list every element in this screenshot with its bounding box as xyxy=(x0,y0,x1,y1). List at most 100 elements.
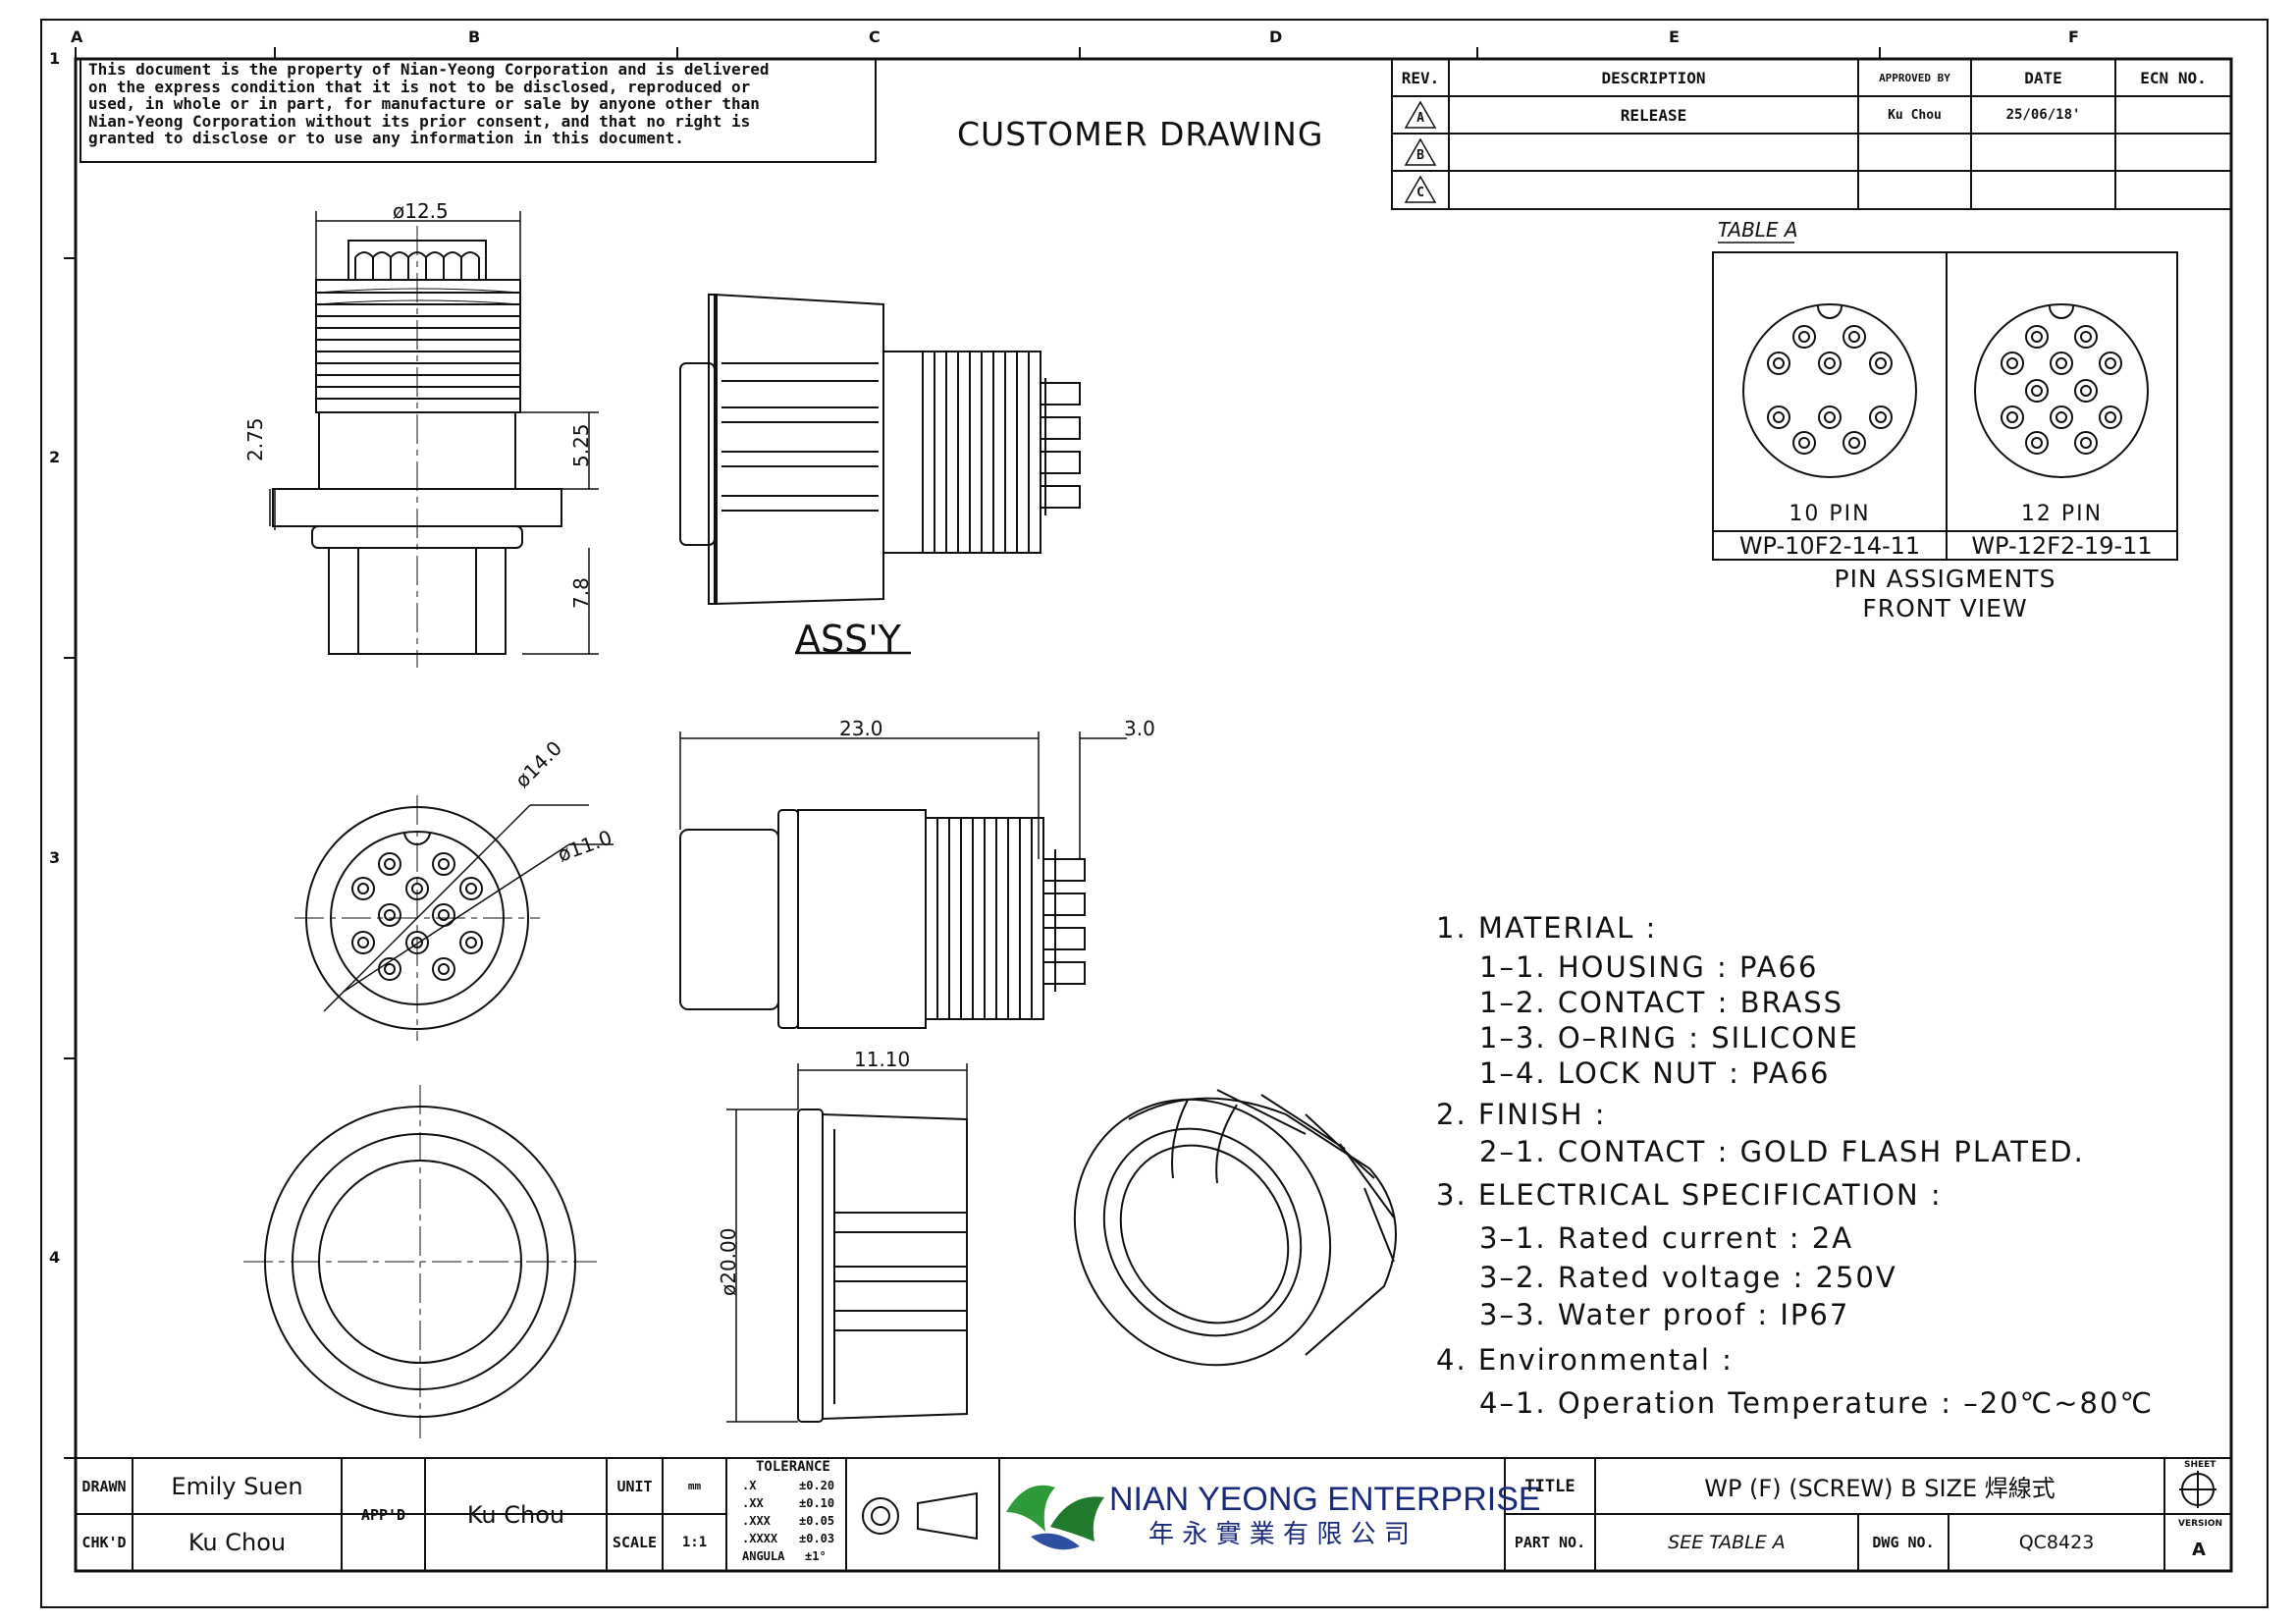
title-value: WP (F) (SCREW) B SIZE 焊線式 xyxy=(1704,1475,2056,1502)
title-label: TITLE xyxy=(1524,1476,1575,1496)
appd-label: APP'D xyxy=(360,1505,406,1524)
scale-label: SCALE xyxy=(612,1534,658,1551)
sheet-symbol xyxy=(2179,1471,2216,1508)
tolerance-title: TOLERANCE xyxy=(756,1459,830,1475)
notice-line: Nian-Yeong Corporation without its prior… xyxy=(88,111,751,131)
dim-11-10: 11.10 xyxy=(854,1048,911,1071)
notice-line: used, in whole or in part, for manufactu… xyxy=(88,94,760,113)
dim-diameter-12-5: ø12.5 xyxy=(393,199,449,223)
spec-line: 3–3. Water proof : IP67 xyxy=(1479,1298,1850,1331)
dims-nut xyxy=(726,1063,968,1423)
assy-label: ASS'Y xyxy=(795,618,901,661)
tolerance-value: ±0.03 xyxy=(799,1532,835,1545)
appd-value: Ku Chou xyxy=(466,1500,565,1529)
table-a-pins-10: 10 PIN xyxy=(1789,501,1871,526)
rev-row-a-letter: A xyxy=(1416,110,1424,126)
spec-line: 2. FINISH : xyxy=(1436,1098,1607,1131)
page-title: CUSTOMER DRAWING xyxy=(957,115,1324,153)
notice-line: This document is the property of Nian-Ye… xyxy=(88,60,770,79)
table-a-part-12: WP-12F2-19-11 xyxy=(1971,531,2153,560)
tolerance-key: .XXXX xyxy=(742,1532,778,1545)
grid-label-col-c: C xyxy=(869,27,881,46)
view-nut-top xyxy=(243,1085,597,1438)
spec-line: 3–1. Rated current : 2A xyxy=(1479,1221,1854,1255)
partno-value: SEE TABLE A xyxy=(1668,1532,1786,1553)
drawn-label: DRAWN xyxy=(81,1477,127,1495)
drawn-value: Emily Suen xyxy=(171,1472,303,1500)
title-block-lines xyxy=(75,1457,2232,1572)
notice-line: granted to disclose or to use any inform… xyxy=(88,129,684,147)
spec-line: 1–1. HOUSING : PA66 xyxy=(1479,950,1819,984)
grid-label-row-2: 2 xyxy=(49,448,61,466)
grid-label-col-b: B xyxy=(468,27,481,46)
rev-header-approved: APPROVED BY xyxy=(1879,71,1950,84)
table-a-caption-2: FRONT VIEW xyxy=(1862,593,2028,622)
spec-line: 1–4. LOCK NUT : PA66 xyxy=(1479,1056,1831,1090)
dims-middle xyxy=(679,731,1127,859)
grid-label-col-d: D xyxy=(1269,27,1283,46)
rev-header-date: DATE xyxy=(2024,68,2062,87)
grid-label-col-f: F xyxy=(2068,27,2079,46)
tolerance-value: ±0.20 xyxy=(799,1479,835,1492)
view-side-connector xyxy=(272,226,562,668)
dim-diameter-20-00: ø20.00 xyxy=(717,1227,740,1297)
version-label: VERSION xyxy=(2178,1519,2223,1529)
tolerance-block: TOLERANCE .X ±0.20 .XX ±0.10 .XXX ±0.05 … xyxy=(728,1460,844,1569)
tolerance-value: ±1° xyxy=(805,1549,827,1563)
spec-line: 3. ELECTRICAL SPECIFICATION : xyxy=(1436,1178,1943,1212)
partno-label: PART NO. xyxy=(1514,1534,1586,1551)
rev-row-a-date: 25/06/18' xyxy=(2005,107,2081,123)
chkd-label: CHK'D xyxy=(81,1534,127,1551)
tolerance-key: ANGULA xyxy=(742,1549,785,1563)
view-side-middle xyxy=(679,809,1086,1029)
rev-header-ecn: ECN NO. xyxy=(2140,68,2207,87)
spec-line: 4–1. Operation Temperature : –20℃~80℃ xyxy=(1479,1386,2155,1420)
tolerance-key: .XX xyxy=(742,1496,764,1510)
dim-5-25: 5.25 xyxy=(569,423,593,467)
table-a-pins-12: 12 PIN xyxy=(2020,501,2104,526)
notice-line: on the express condition that it is not … xyxy=(88,77,751,96)
grid-ticks-left xyxy=(64,257,76,1459)
view-nut-side xyxy=(797,1109,968,1423)
grid-ticks-top xyxy=(75,47,1881,59)
dim-7-8: 7.8 xyxy=(569,577,593,609)
notice-box xyxy=(80,58,877,163)
rev-header-description: DESCRIPTION xyxy=(1601,68,1706,87)
view-nut-iso xyxy=(1073,1089,1397,1367)
rev-header-rev: REV. xyxy=(1401,68,1440,87)
spec-line: 1–2. CONTACT : BRASS xyxy=(1479,986,1844,1019)
dwgno-value: QC8423 xyxy=(2018,1532,2095,1553)
view-pin-face-front xyxy=(294,795,614,1041)
rev-row-b-letter: B xyxy=(1416,147,1424,163)
rev-row-c-letter: C xyxy=(1416,185,1424,200)
tolerance-value: ±0.05 xyxy=(799,1514,835,1528)
rev-row-a-approved: Ku Chou xyxy=(1888,107,1942,123)
dim-2-75: 2.75 xyxy=(243,417,267,461)
grid-label-row-1: 1 xyxy=(49,49,61,68)
dims-side xyxy=(269,211,599,655)
rev-row-a-description: RELEASE xyxy=(1620,105,1687,125)
dim-3-0: 3.0 xyxy=(1124,717,1155,740)
scale-value: 1:1 xyxy=(681,1535,708,1550)
dwgno-label: DWG NO. xyxy=(1872,1534,1935,1551)
grid-label-row-3: 3 xyxy=(49,848,61,867)
unit-value: mm xyxy=(687,1480,702,1492)
company-logo xyxy=(1006,1485,1104,1550)
revision-table-lines xyxy=(1391,58,2232,210)
table-a-title: TABLE A xyxy=(1718,218,1798,242)
company-name-en: NIAN YEONG ENTERPRISE xyxy=(1109,1481,1541,1518)
tolerance-value: ±0.10 xyxy=(799,1496,835,1510)
rev-triangles xyxy=(1404,100,1437,203)
pin-face-10 xyxy=(1742,303,1917,478)
table-a-part-10: WP-10F2-14-11 xyxy=(1738,531,1921,560)
dim-23-0: 23.0 xyxy=(839,717,883,740)
unit-label: UNIT xyxy=(616,1477,653,1495)
chkd-value: Ku Chou xyxy=(187,1529,287,1556)
spec-line: 3–2. Rated voltage : 250V xyxy=(1479,1261,1897,1294)
grid-label-col-a: A xyxy=(71,27,83,46)
spec-line: 1–3. O–RING : SILICONE xyxy=(1479,1021,1860,1055)
version-value: A xyxy=(2192,1540,2206,1560)
outer-frame xyxy=(40,19,2269,1608)
view-assembly xyxy=(679,293,1081,655)
tolerance-key: .X xyxy=(742,1479,757,1492)
